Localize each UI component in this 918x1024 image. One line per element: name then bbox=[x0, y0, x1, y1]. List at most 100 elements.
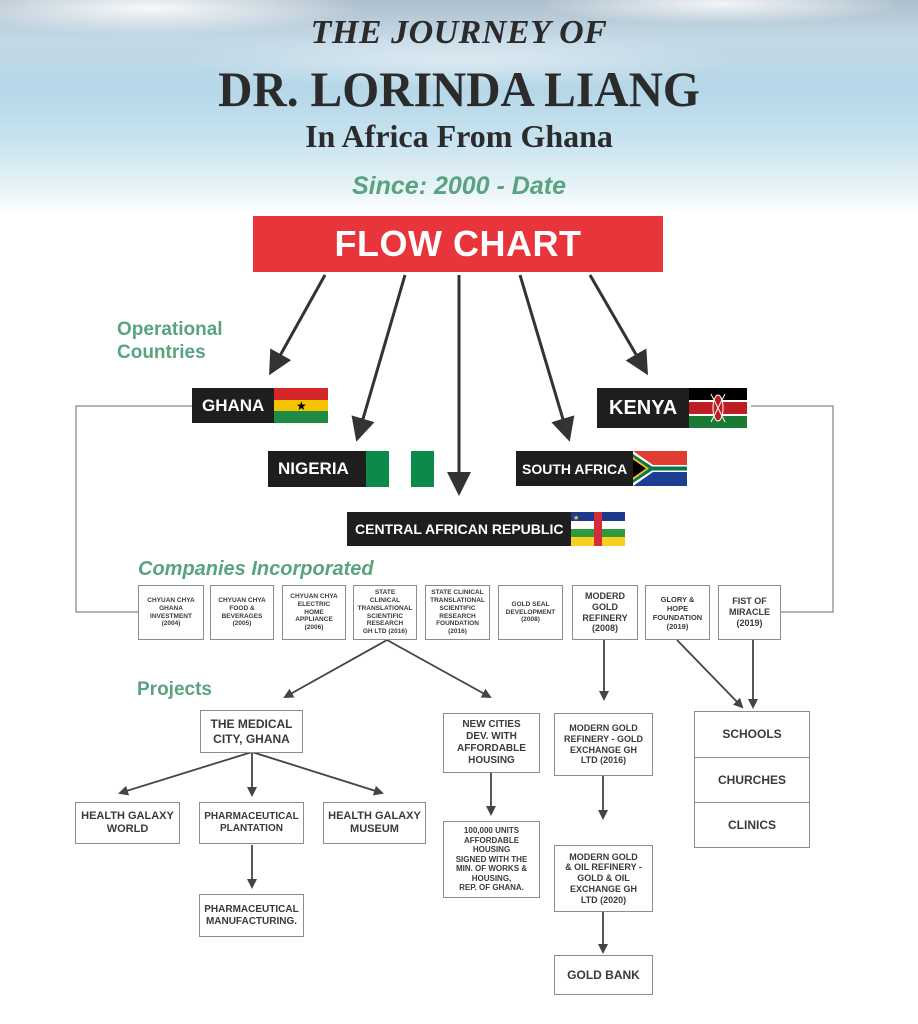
companies-incorporated-label: Companies Incorporated bbox=[138, 558, 374, 580]
box-text-line: HEALTH GALAXY bbox=[328, 809, 421, 822]
box-text-line: AFFORDABLE bbox=[457, 743, 526, 754]
box-text-line: MUSEUM bbox=[350, 823, 399, 835]
title-line-1: THE JOURNEY OF bbox=[310, 14, 608, 51]
box-text-line: MANUFACTURING. bbox=[205, 915, 298, 927]
arrow-to-ghana bbox=[269, 274, 327, 376]
box-text-line: 100,000 UNITS bbox=[463, 825, 520, 835]
box-text-line: HOME bbox=[304, 608, 324, 616]
box-text-line: PHARMACEUTICAL bbox=[204, 903, 299, 915]
sky-background bbox=[0, 0, 918, 215]
box-text-line: STATE bbox=[374, 589, 396, 597]
box-text-line: WORLD bbox=[106, 823, 149, 835]
arrow-to-south-africa bbox=[518, 274, 575, 442]
box-text-line: HOUSING bbox=[472, 845, 511, 855]
box-text-line: REFINERY - GOLD bbox=[563, 733, 643, 744]
box-text-line: LTD (2020) bbox=[580, 894, 627, 905]
box-text-line: (2004) bbox=[161, 620, 181, 628]
box-text-line: ELECTRIC bbox=[297, 600, 331, 608]
box-text-line: LTD (2016) bbox=[580, 755, 627, 766]
label-line: Operational bbox=[117, 319, 223, 340]
box-text-line: MODERD bbox=[584, 590, 625, 601]
box-text-line: TRANSLATIONAL bbox=[430, 596, 485, 604]
ghana-flag-icon: ★ bbox=[274, 388, 329, 423]
country-name: GHANA bbox=[202, 395, 265, 415]
country-ghana: GHANA ★ bbox=[192, 388, 329, 423]
box-text-line: (2008) bbox=[591, 623, 618, 634]
box-text-line: GLORY & bbox=[660, 594, 695, 604]
box-text-line: SCIENTIFIC bbox=[439, 604, 476, 612]
box-text-line: (2019) bbox=[736, 617, 763, 628]
country-name: SOUTH AFRICA bbox=[522, 460, 628, 477]
box-text-line: (2016) bbox=[448, 628, 467, 636]
box-text-line: APPLIANCE bbox=[295, 616, 333, 624]
svg-text:★: ★ bbox=[573, 514, 579, 522]
car-flag-icon: ★ bbox=[571, 512, 626, 546]
box-text-line: DEVELOPMENT bbox=[505, 608, 556, 616]
country-name: NIGERIA bbox=[278, 459, 349, 478]
country-nigeria: NIGERIA bbox=[268, 451, 434, 487]
box-text-line: NEW CITIES bbox=[462, 719, 521, 730]
box-text-line: (2008) bbox=[521, 616, 540, 624]
social-projects-stack: SCHOOLS CHURCHES CLINICS bbox=[694, 711, 810, 848]
box-text-line: CHYUAN CHYA bbox=[290, 593, 338, 600]
arrow-to-medical-city bbox=[283, 639, 388, 698]
box-text-line: RESEARCH bbox=[366, 620, 404, 628]
box-text-line: CHYUAN CHYA bbox=[218, 596, 266, 604]
box-text-line: GOLD & OIL bbox=[577, 873, 630, 884]
box-text-line: BEVERAGES bbox=[221, 612, 263, 620]
box-text-line: RESEARCH bbox=[439, 612, 476, 620]
south-africa-flag-icon bbox=[633, 451, 688, 486]
box-text-line: FIST OF bbox=[732, 596, 767, 607]
social-schools: SCHOOLS bbox=[722, 727, 782, 742]
box-text: GOLD BANK bbox=[567, 968, 640, 982]
box-text-line: GHANA bbox=[159, 604, 183, 612]
arrow-glory-to-social bbox=[676, 639, 744, 709]
box-text-line: HOPE bbox=[666, 603, 689, 613]
arrow-to-kenya bbox=[588, 274, 649, 376]
country-name: CENTRAL AFRICAN REPUBLIC bbox=[355, 521, 564, 537]
box-text-line: FOUNDATION bbox=[436, 620, 479, 628]
box-text-line: (2019) bbox=[666, 621, 689, 631]
box-text-line: REFINERY bbox=[582, 612, 628, 623]
title-subtitle: In Africa From Ghana bbox=[305, 118, 613, 154]
box-text-line: FOUNDATION bbox=[652, 612, 703, 622]
box-text-line: MIN. OF WORKS & bbox=[455, 864, 528, 874]
since-date: Since: 2000 - Date bbox=[352, 172, 566, 200]
box-text-line: (2005) bbox=[232, 620, 252, 628]
box-text-line: TRANSLATIONAL bbox=[357, 604, 413, 612]
box-text-line: STATE CLINICAL bbox=[431, 589, 484, 597]
box-text-line: CHYUAN CHYA bbox=[147, 596, 195, 604]
box-text-line: FOOD & bbox=[229, 604, 255, 612]
box-text-line: HEALTH GALAXY bbox=[81, 809, 174, 822]
arrow-to-health-galaxy-world bbox=[118, 751, 253, 796]
country-kenya: KENYA bbox=[597, 388, 748, 428]
box-text-line: EXCHANGE GH bbox=[569, 883, 637, 894]
box-text-line: PHARMACEUTICAL bbox=[204, 811, 299, 822]
box-text-line: GOLD SEAL bbox=[511, 600, 550, 608]
box-text-line: CITY, GHANA bbox=[213, 731, 290, 746]
